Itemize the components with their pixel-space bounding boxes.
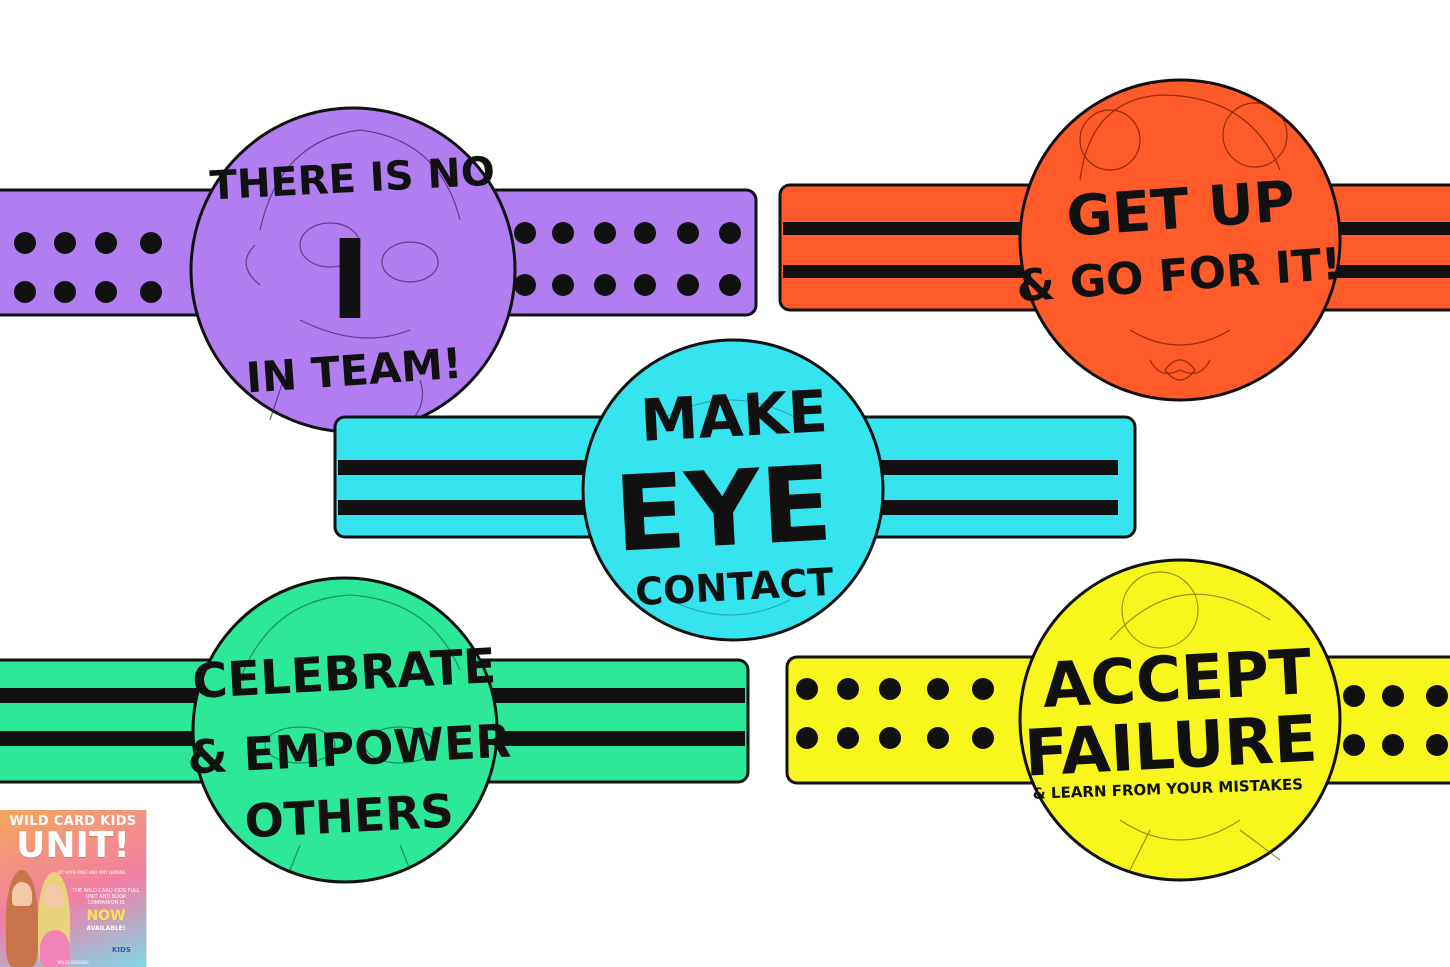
- purple-line-2: I: [330, 216, 371, 344]
- purple-hero-sketch: [245, 129, 461, 431]
- cyan-bracelet: MAKE EYE CONTACT: [333, 338, 1137, 642]
- green-line-3: OTHERS: [243, 784, 455, 849]
- orange-line-1: GET UP: [1065, 169, 1297, 250]
- promo-kids-logo: KIDS: [112, 946, 131, 954]
- cyan-hero-sketch: [659, 399, 801, 616]
- green-bracelet: CELEBRATE & EMPOWER OTHERS: [0, 576, 750, 884]
- yellow-line-1: ACCEPT: [1041, 635, 1314, 722]
- author-photo-right-face: [44, 884, 64, 908]
- cyan-face: [581, 338, 885, 642]
- yellow-line-2: FAILURE: [1023, 702, 1320, 791]
- promo-available: AVAILABLE!: [86, 925, 126, 932]
- green-hero-sketch: [239, 594, 461, 871]
- yellow-face: [1018, 558, 1342, 882]
- yellow-dots: [796, 678, 1448, 756]
- cyan-line-3: CONTACT: [634, 560, 834, 614]
- promo-description: THE WILD CARD KIDS FULL UNIT AND BOOK CO…: [72, 888, 140, 906]
- promo-byline: BY: HOPE KING AND AMY LEMONS: [58, 870, 126, 875]
- promo-now: NOW: [86, 908, 126, 924]
- promo-title: WILD CARD KIDS: [9, 814, 137, 829]
- cyan-line-2: EYE: [611, 442, 834, 575]
- author-photo-left-face: [12, 882, 32, 906]
- yellow-hero-sketch: [1109, 571, 1281, 871]
- green-face: [191, 576, 499, 884]
- purple-dots: [14, 222, 741, 303]
- promo-unit: UNIT!: [16, 825, 130, 866]
- promo-url: WILDCARDKIDS: [57, 960, 89, 965]
- orange-bracelet: GET UP & GO FOR IT!: [778, 78, 1450, 402]
- cyan-line-1: MAKE: [639, 377, 829, 455]
- author-shirt: [40, 930, 70, 967]
- yellow-bracelet: ACCEPT FAILURE & LEARN FROM YOUR MISTAKE…: [785, 558, 1450, 882]
- orange-face: [1018, 78, 1342, 402]
- promo-thumbnail[interactable]: WILD CARD KIDS UNIT! BY: HOPE KING AND A…: [0, 810, 147, 967]
- orange-hero-sketch: [1079, 94, 1288, 381]
